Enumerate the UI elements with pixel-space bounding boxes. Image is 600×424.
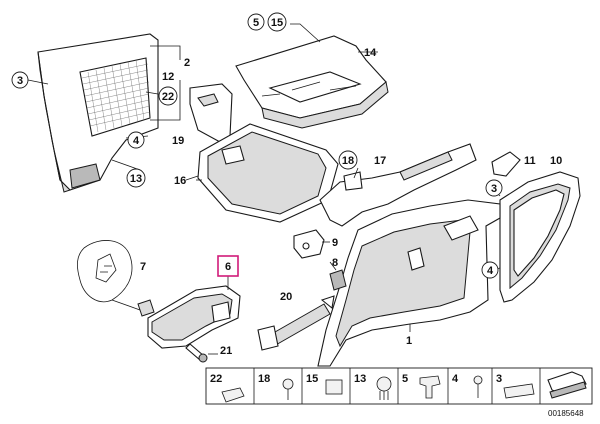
legend-3: 3 — [496, 373, 502, 385]
legend-22: 22 — [210, 373, 222, 385]
callout-7: 7 — [140, 261, 146, 273]
callout-1: 1 — [406, 335, 412, 347]
callout-2: 2 — [184, 57, 190, 69]
screw — [185, 343, 218, 363]
callout-22: 22 — [162, 91, 174, 103]
side-cover — [189, 83, 233, 143]
callout-5: 5 — [253, 17, 259, 29]
trim-cover-piece — [147, 276, 241, 349]
legend-15: 15 — [306, 373, 318, 385]
callout-18: 18 — [342, 155, 354, 167]
bracket-clip — [293, 229, 325, 259]
callout-labels: 3 2 12 22 4 13 5 15 14 19 16 18 17 11 10… — [11, 12, 562, 357]
callout-8: 8 — [332, 257, 338, 269]
highlight-box — [217, 255, 239, 277]
reference-number: 00185648 — [548, 409, 584, 418]
callout-15: 15 — [271, 17, 283, 29]
callout-11: 11 — [524, 155, 536, 167]
upper-bracket — [319, 143, 521, 227]
fastener-clip — [329, 269, 347, 291]
storage-tub — [196, 123, 339, 223]
callout-4: 4 — [133, 135, 140, 147]
callout-17: 17 — [374, 155, 386, 167]
legend-13: 13 — [354, 373, 366, 385]
main-side-trim — [317, 199, 501, 367]
cargo-net — [81, 59, 151, 133]
callout-14: 14 — [364, 47, 377, 59]
callout-3: 3 — [17, 75, 23, 87]
callout-19: 19 — [172, 135, 184, 147]
callout-6: 6 — [225, 261, 231, 273]
legend-18: 18 — [258, 373, 270, 385]
storage-tray-upper — [235, 23, 389, 129]
legend-5: 5 — [402, 373, 408, 385]
callout-4b: 4 — [487, 265, 494, 277]
right-frame-panel — [499, 171, 581, 303]
arrow-icon — [547, 371, 587, 395]
callout-9: 9 — [332, 237, 338, 249]
callout-12: 12 — [162, 71, 174, 83]
callout-20: 20 — [280, 291, 292, 303]
callout-16: 16 — [174, 175, 186, 187]
strap — [257, 295, 335, 351]
callout-10: 10 — [550, 155, 562, 167]
left-trim-panel — [37, 33, 181, 193]
legend-4: 4 — [452, 373, 459, 385]
detail-sketch — [76, 240, 155, 317]
callout-13: 13 — [130, 173, 142, 185]
callout-3b: 3 — [491, 183, 497, 195]
fastener-legend: 22 18 15 13 5 4 3 — [205, 367, 593, 405]
callout-21: 21 — [220, 345, 232, 357]
